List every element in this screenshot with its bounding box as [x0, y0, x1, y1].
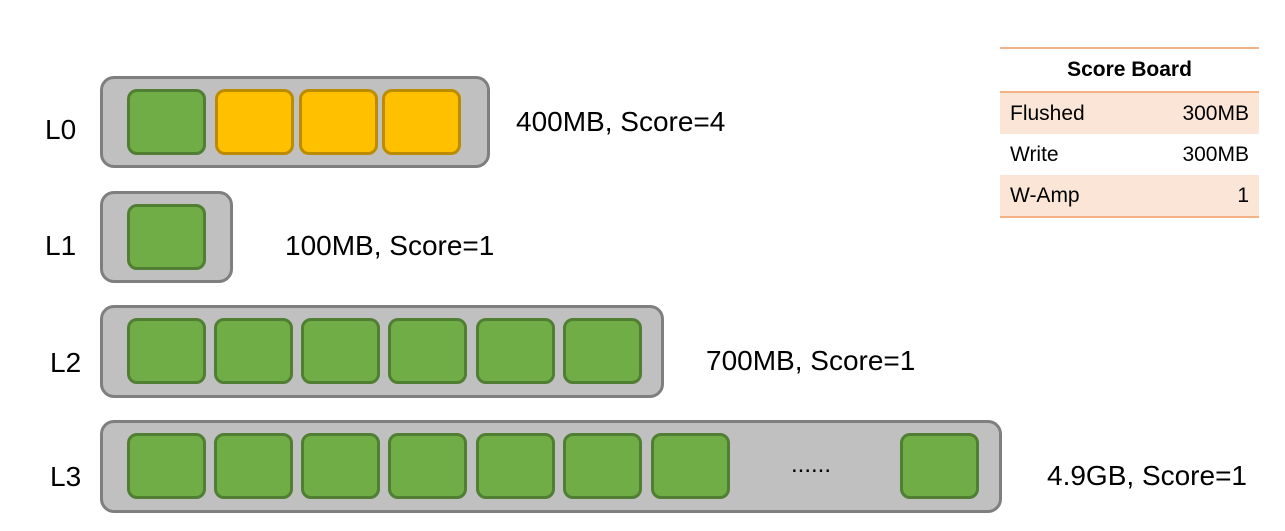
- sst-file: [388, 318, 467, 384]
- sst-file: [301, 433, 380, 499]
- sst-file-pending: [299, 89, 378, 155]
- level-label-l1: L1: [45, 230, 77, 261]
- level-box-l2: [100, 305, 664, 398]
- table-row: W-Amp 1: [1000, 175, 1259, 218]
- row-value: 1: [1135, 175, 1259, 218]
- sst-file: [563, 433, 642, 499]
- row-label: Write: [1010, 142, 1059, 166]
- row-label: Flushed: [1000, 92, 1136, 134]
- ellipsis: ......: [791, 451, 832, 478]
- level-label-l0: L0: [45, 114, 77, 145]
- sst-file: [127, 89, 206, 155]
- sst-file: [301, 318, 380, 384]
- sst-file: [388, 433, 467, 499]
- level-box-l1: [100, 191, 233, 283]
- level-box-l0: [100, 76, 490, 168]
- sst-file-pending: [215, 89, 294, 155]
- row-label: W-Amp: [1000, 175, 1136, 218]
- level-caption-l2: 700MB, Score=1: [706, 345, 916, 376]
- sst-file: [563, 318, 642, 384]
- sst-file: [214, 318, 293, 384]
- sst-file: [127, 204, 206, 270]
- level-caption-l1: 100MB, Score=1: [285, 230, 495, 261]
- score-board-table: Score Board Flushed 300MB Write 300MB W-…: [1000, 47, 1259, 218]
- sst-file: [651, 433, 730, 499]
- level-caption-l0: 400MB, Score=4: [516, 106, 726, 137]
- sst-file-pending: [382, 89, 461, 155]
- sst-file: [476, 433, 555, 499]
- sst-file: [127, 433, 206, 499]
- level-box-l3: ......: [100, 420, 1002, 513]
- level-label-l3: L3: [50, 461, 82, 492]
- sst-file: [476, 318, 555, 384]
- table-row: Write 300MB: [1000, 134, 1259, 175]
- row-value: 300MB: [1182, 142, 1249, 166]
- row-value: 300MB: [1135, 92, 1259, 134]
- table-row: Flushed 300MB: [1000, 92, 1259, 134]
- sst-file: [900, 433, 979, 499]
- sst-file: [127, 318, 206, 384]
- sst-file: [214, 433, 293, 499]
- level-caption-l3: 4.9GB, Score=1: [1047, 460, 1248, 491]
- level-label-l2: L2: [50, 347, 82, 378]
- score-board-title: Score Board: [1000, 47, 1259, 93]
